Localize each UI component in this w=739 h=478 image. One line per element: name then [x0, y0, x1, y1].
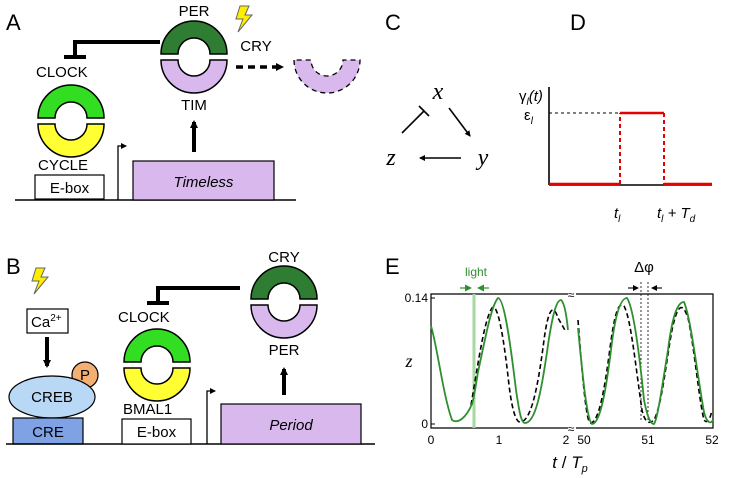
node-z: z: [385, 145, 396, 171]
lightning-icon-a: [235, 5, 254, 33]
timeless-gene-box: [132, 160, 275, 201]
edge-x-to-y: [448, 107, 471, 137]
inhibition-line-b: [156, 286, 240, 302]
ebox-b: [121, 418, 192, 445]
cry-per-ring-b: [250, 265, 318, 339]
calcium-box: [26, 308, 69, 334]
phospho-label: P: [80, 367, 90, 384]
light-label: light: [465, 265, 488, 279]
xtick-50: 50: [577, 433, 591, 447]
xtick-0: 0: [428, 433, 435, 447]
node-y: y: [476, 145, 489, 171]
per-tim-ring-a: [160, 20, 228, 94]
panel-d-letter: D: [570, 10, 586, 35]
timeless-gene-label: Timeless: [174, 174, 234, 191]
clock-label-b: CLOCK: [118, 309, 170, 326]
clock-cycle-ring-a: [37, 84, 105, 158]
degraded-tim-icon: [293, 59, 361, 94]
clock-label-a: CLOCK: [36, 64, 88, 81]
cry-label-a: CRY: [240, 38, 271, 55]
panel-b: B Ca2+ P CREB CRE CLOCK BMAL1 E-box: [6, 249, 375, 445]
panel-c: C x y z: [385, 10, 489, 171]
ebox-label-a: E-box: [50, 180, 90, 197]
epsilon-label: εl: [524, 107, 534, 127]
cre-label: CRE: [32, 424, 64, 441]
gamma-axis-label: γl(t): [519, 88, 543, 108]
panel-e-letter: E: [385, 254, 400, 279]
e-trace-unperturbed-right: [577, 304, 713, 424]
per-label-a: PER: [179, 3, 210, 20]
xtick-52: 52: [705, 433, 719, 447]
ebox-label-b: E-box: [137, 424, 177, 441]
inhibition-line-a: [73, 40, 160, 56]
e-xlabel: t / Tp: [552, 453, 587, 475]
node-x: x: [432, 79, 444, 105]
creb-label: CREB: [31, 389, 73, 406]
panel-e: E ≈ ≈ 0.14 0 z 0 1 2 50 51 52 t / Tp lig…: [385, 254, 719, 475]
e-right-frame: [576, 293, 714, 429]
e-ylabel: z: [404, 351, 412, 371]
panel-b-letter: B: [6, 254, 21, 279]
per-label-b: PER: [269, 342, 300, 359]
cre-box: [12, 417, 84, 445]
cry-label-b: CRY: [268, 249, 299, 266]
edge-z-inhibits-x: [401, 110, 425, 134]
xtick-51: 51: [641, 433, 655, 447]
panel-c-letter: C: [385, 10, 401, 35]
tick-tl-plus-td: tl + Td: [657, 205, 696, 225]
edge-z-inhibits-x-bar: [418, 105, 430, 117]
panel-a: A CLOCK CYCLE E-box Timeless PER TIM: [6, 3, 361, 201]
e-trace-unperturbed-left: [470, 306, 567, 423]
axis-break-bottom: ≈: [568, 422, 575, 436]
tick-tl: tl: [614, 205, 621, 225]
panel-a-letter: A: [6, 10, 21, 35]
axis-break-top: ≈: [568, 288, 575, 302]
clock-bmal-ring-b: [123, 328, 191, 402]
calcium-label: Ca2+: [31, 313, 62, 331]
ebox-a: [34, 174, 105, 200]
promoter-arrow-a: [117, 143, 127, 200]
period-gene-box: [220, 403, 362, 445]
tim-label-a: TIM: [181, 97, 207, 114]
period-gene-label: Period: [269, 417, 313, 434]
e-trace-perturbed-left: [430, 297, 569, 424]
promoter-arrow-b: [206, 388, 216, 444]
bmal-label-b: BMAL1: [123, 401, 172, 418]
e-left-frame: [430, 293, 568, 429]
panel-d: D γl(t) εl tl tl + Td: [519, 10, 712, 225]
ytick-bottom: 0: [421, 417, 428, 431]
delta-phi-label: Δφ: [634, 259, 654, 276]
cycle-label-a: CYCLE: [38, 157, 88, 174]
xtick-2: 2: [563, 433, 570, 447]
xtick-1: 1: [496, 433, 503, 447]
lightning-icon-b: [31, 267, 50, 295]
ytick-top: 0.14: [405, 291, 429, 305]
e-trace-perturbed-right: [577, 297, 714, 425]
